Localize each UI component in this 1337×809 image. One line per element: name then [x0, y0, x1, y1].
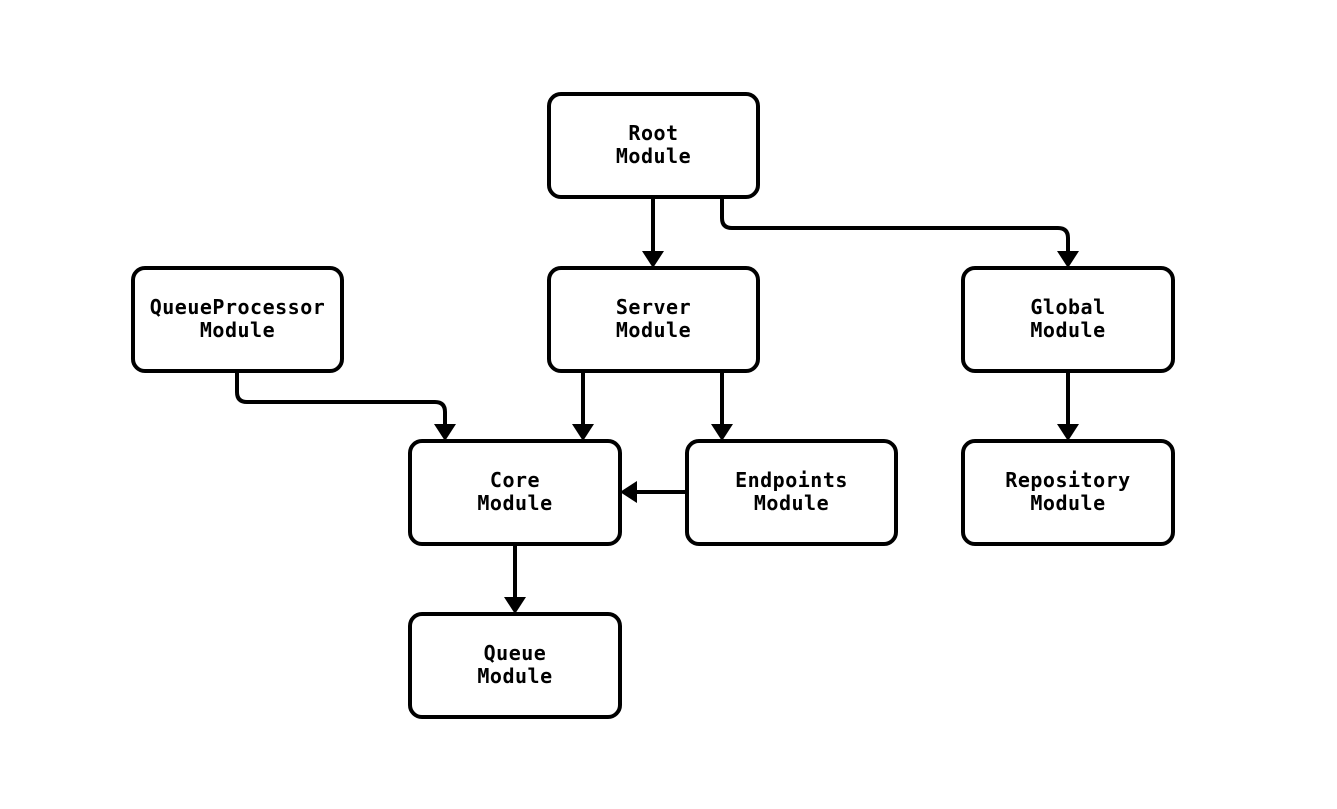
edge-queueprocessor-to-core: [235, 371, 456, 441]
edge-root-to-global-arrowhead: [1057, 251, 1079, 268]
edge-root-to-server-arrowhead: [642, 251, 664, 268]
server-module-box[interactable]: [547, 266, 760, 373]
edge-server-to-core-arrowhead: [572, 424, 594, 441]
repository-module-label-line2: Module: [1030, 491, 1105, 515]
root-module-box[interactable]: [547, 92, 760, 199]
server-module-label-line1: Server: [616, 295, 691, 319]
edge-queueprocessor-to-core-line: [235, 371, 447, 425]
endpoints-module-box[interactable]: [685, 439, 898, 546]
edge-server-to-core: [572, 371, 594, 441]
edge-core-to-queue: [504, 544, 526, 614]
queueprocessor-module-label-line2: Module: [200, 318, 275, 342]
repository-module-label-line1: Repository: [1005, 468, 1130, 492]
edge-queueprocessor-to-core-arrowhead: [434, 424, 456, 441]
queue-module-label-line1: Queue: [484, 641, 547, 665]
edge-root-to-global-line: [720, 197, 1070, 252]
core-module-label-line2: Module: [477, 491, 552, 515]
queueprocessor-module-label-line1: QueueProcessor: [150, 295, 326, 319]
core-module-box[interactable]: [408, 439, 622, 546]
edge-global-to-repository: [1057, 371, 1079, 441]
edge-server-to-endpoints: [711, 371, 733, 441]
queue-module-label-line2: Module: [477, 664, 552, 688]
global-module-box[interactable]: [961, 266, 1175, 373]
edges-layer: [235, 197, 1079, 614]
edge-endpoints-to-core-arrowhead: [620, 481, 637, 503]
endpoints-module-label-line1: Endpoints: [735, 468, 848, 492]
edge-global-to-repository-arrowhead: [1057, 424, 1079, 441]
edge-root-to-global: [720, 197, 1079, 268]
endpoints-module-label-line2: Module: [754, 491, 829, 515]
queue-module-box[interactable]: [408, 612, 622, 719]
edge-server-to-endpoints-arrowhead: [711, 424, 733, 441]
server-module-label-line2: Module: [616, 318, 691, 342]
edge-root-to-server: [642, 197, 664, 268]
global-module-label-line1: Global: [1030, 295, 1105, 319]
nodes-layer: RootModuleQueueProcessorModuleServerModu…: [131, 92, 1175, 719]
core-module-label-line1: Core: [490, 468, 540, 492]
edge-core-to-queue-arrowhead: [504, 597, 526, 614]
repository-module-box[interactable]: [961, 439, 1175, 546]
root-module-label-line2: Module: [616, 144, 691, 168]
global-module-label-line2: Module: [1030, 318, 1105, 342]
queueprocessor-module-box[interactable]: [131, 266, 344, 373]
edge-endpoints-to-core: [620, 481, 687, 503]
root-module-label-line1: Root: [628, 121, 678, 145]
